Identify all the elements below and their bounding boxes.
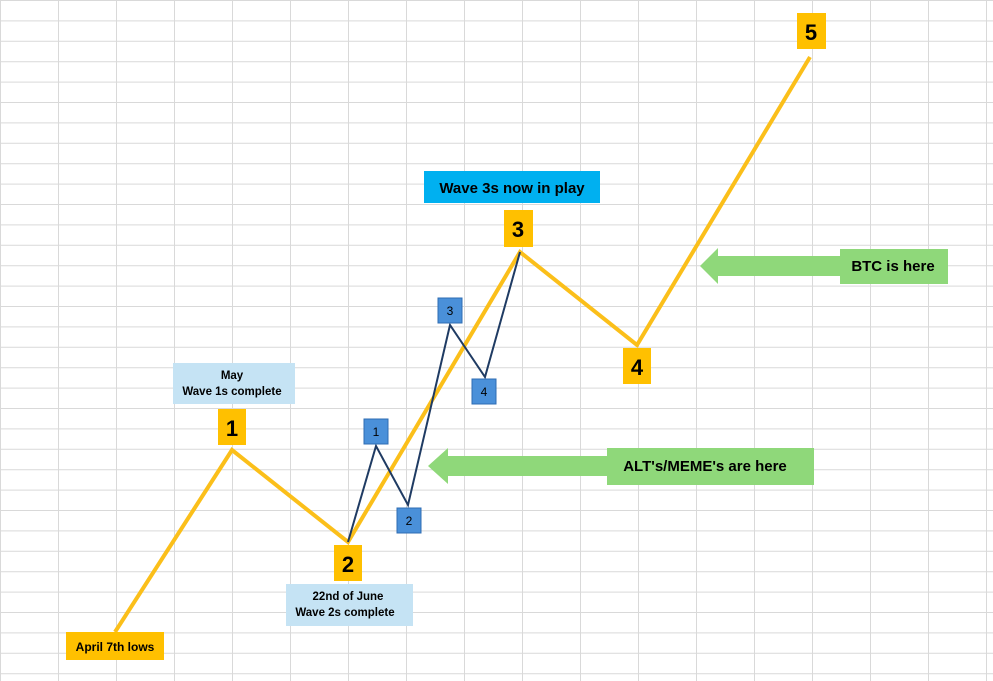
svg-text:4: 4 [631,355,644,380]
svg-text:April 7th lows: April 7th lows [76,640,155,654]
svg-text:2: 2 [342,552,354,577]
wave-3-label: 3 [504,210,533,247]
wave-3-callout: Wave 3s now in play [424,171,600,203]
wave-2-label: 2 [334,545,362,581]
svg-text:Wave 1s complete: Wave 1s complete [182,386,281,398]
alts-arrow: ALT's/MEME's are here [428,448,814,485]
sub-wave-2-label: 2 [396,507,422,534]
svg-text:ALT's/MEME's are here: ALT's/MEME's are here [623,458,787,475]
svg-text:2: 2 [406,514,413,528]
svg-text:Wave 2s complete: Wave 2s complete [295,607,394,619]
svg-text:1: 1 [226,416,238,441]
svg-text:May: May [221,370,244,382]
svg-text:4: 4 [481,385,488,399]
wave-4-label: 4 [623,348,651,384]
sub-wave-3-label: 3 [437,297,463,324]
svg-text:5: 5 [805,20,817,45]
wave-2-callout: 22nd of June Wave 2s complete [286,584,413,626]
svg-text:BTC is here: BTC is here [851,258,934,275]
svg-text:3: 3 [512,217,524,242]
wave-5-label: 5 [797,13,826,49]
svg-text:3: 3 [447,304,454,318]
btc-arrow: BTC is here [700,248,948,284]
wave-1-label: 1 [218,409,246,445]
wave-1-callout: May Wave 1s complete [173,363,295,404]
sub-wave-line [347,251,521,543]
svg-text:1: 1 [373,425,380,439]
sub-wave-4-label: 4 [471,378,497,405]
svg-text:Wave 3s now in play: Wave 3s now in play [439,180,585,197]
svg-text:22nd of June: 22nd of June [313,591,384,603]
april-lows-callout: April 7th lows [66,632,164,660]
sub-wave-1-label: 1 [363,418,389,445]
